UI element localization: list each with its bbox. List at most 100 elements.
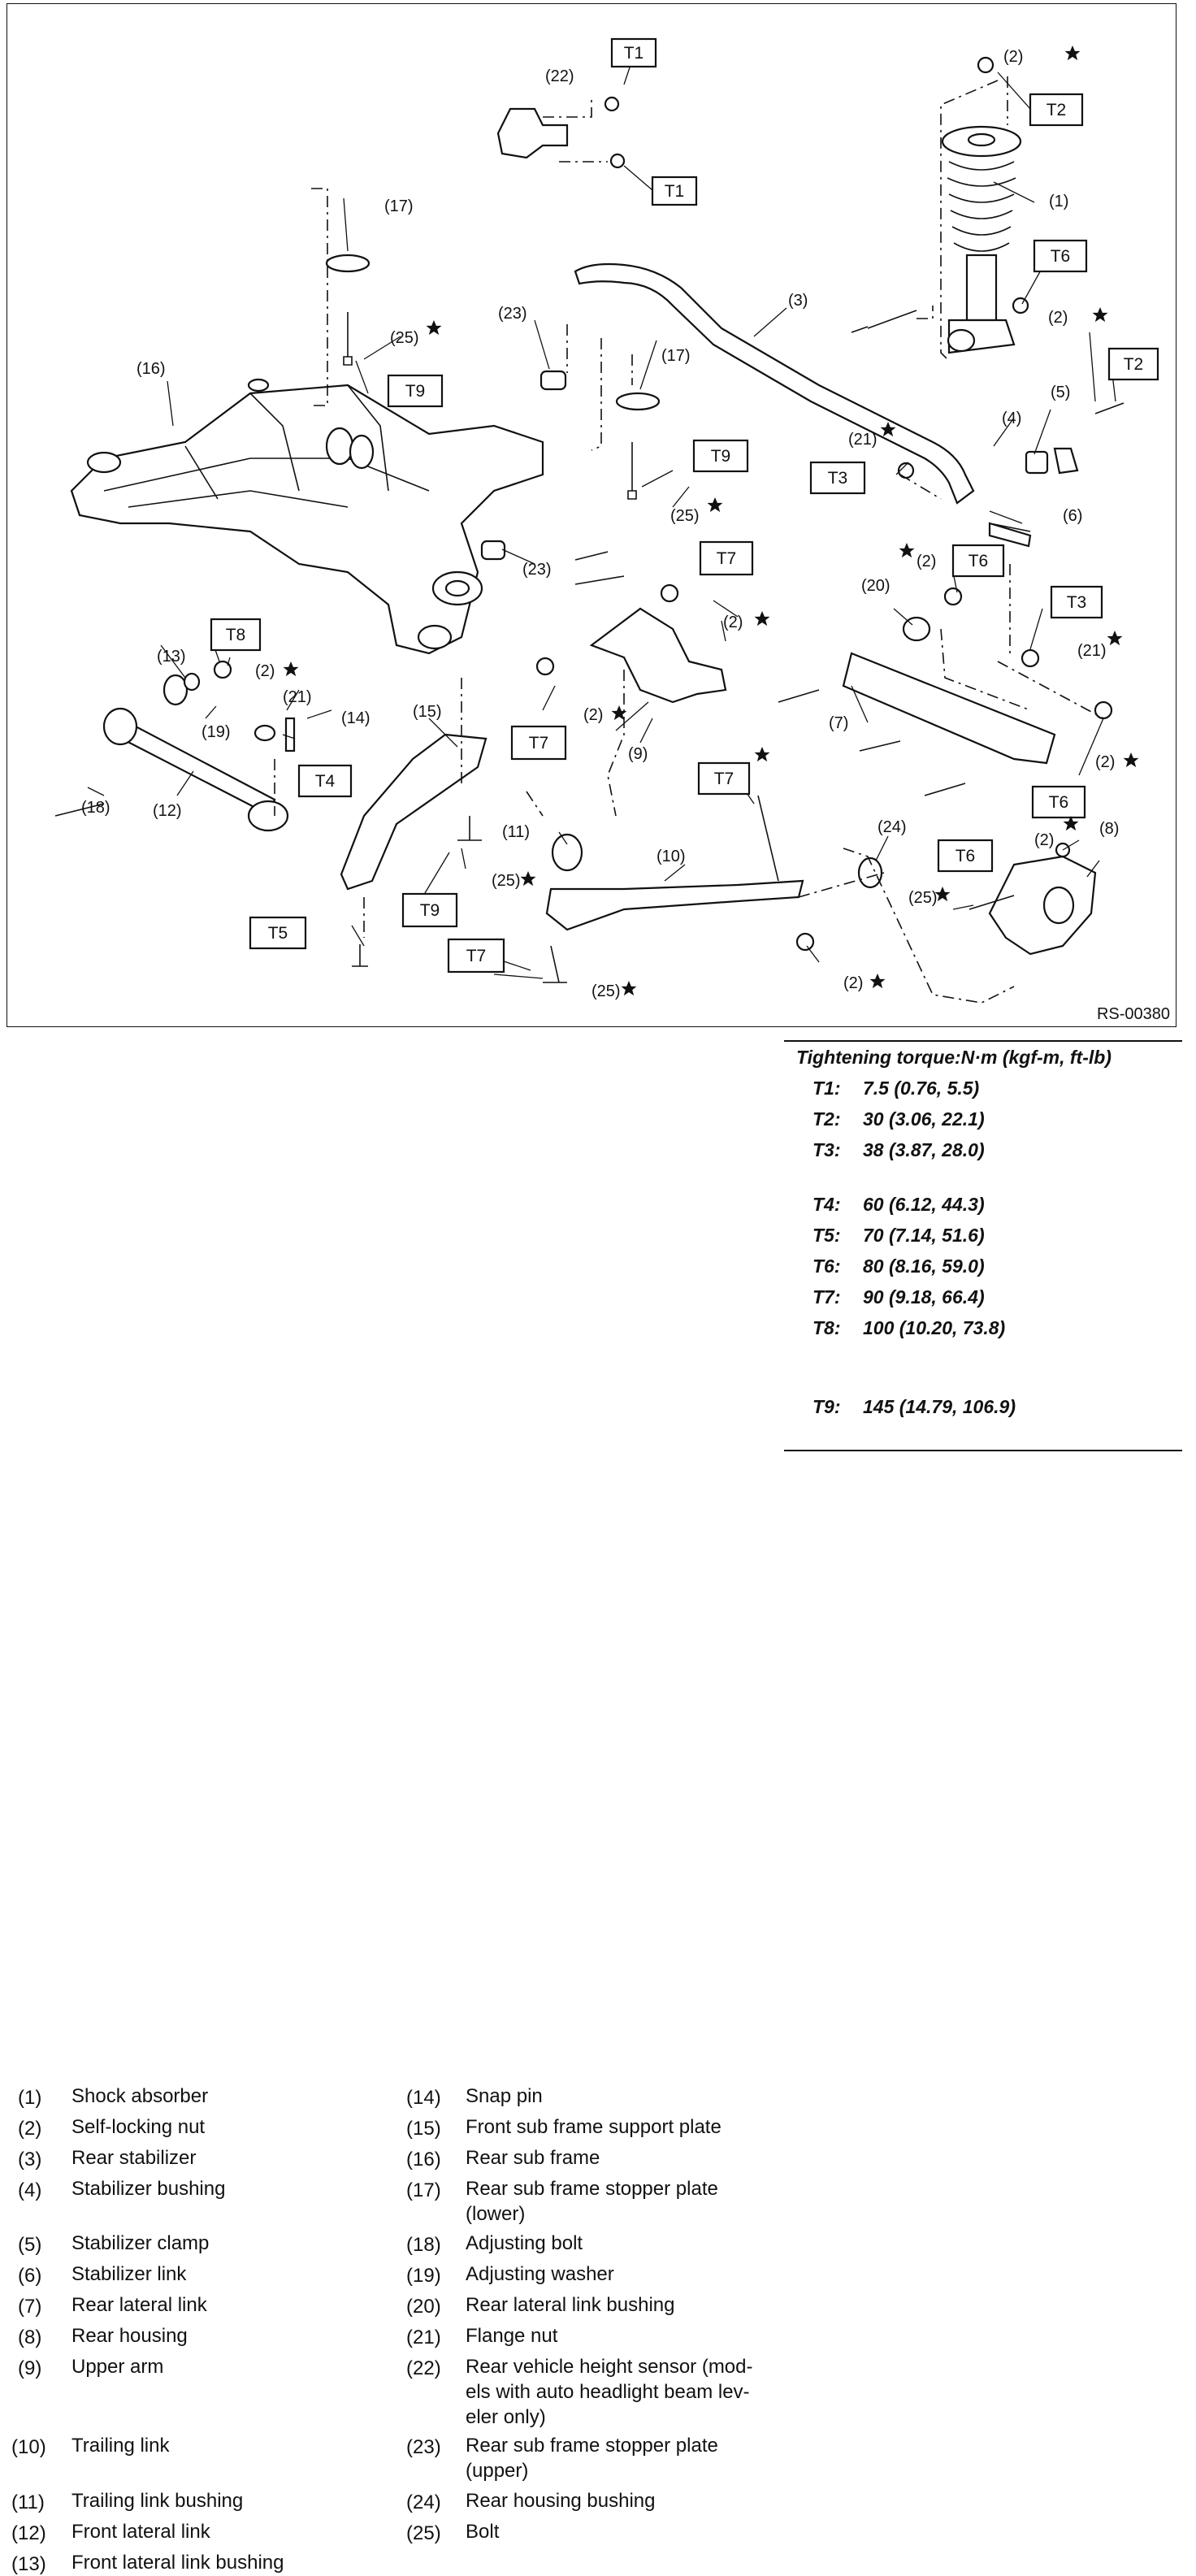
rear-lateral-link	[842, 652, 1056, 765]
callout-2-left: (2)	[255, 662, 275, 680]
torque-code: T3:	[812, 1139, 841, 1160]
torque-value: 145 (14.79, 106.9)	[863, 1396, 1016, 1417]
torque-value: 100 (10.20, 73.8)	[863, 1317, 1006, 1338]
callout-17-right: (17)	[661, 347, 691, 365]
trailing-link	[545, 879, 804, 931]
legend-text: Flange nut	[466, 2325, 558, 2347]
legend-num: (11)	[11, 2491, 45, 2513]
legend-text: Rear lateral link bushing	[466, 2294, 675, 2316]
legend-num: (10)	[11, 2436, 46, 2458]
legend-num: (9)	[18, 2357, 42, 2379]
torque-code: T5:	[812, 1225, 841, 1246]
legend-text: Stabilizer link	[72, 2263, 187, 2285]
callout-13: (13)	[157, 648, 186, 666]
callout-3: (3)	[788, 292, 808, 310]
legend-num: (21)	[406, 2327, 441, 2348]
callout-2-bottom: (2)	[843, 974, 863, 992]
torque-code-t6-lower: T6	[1049, 793, 1069, 812]
legend-text-line2: (upper)	[466, 2460, 529, 2482]
torque-value: 80 (8.16, 59.0)	[863, 1255, 985, 1277]
callout-25-bottom: (25)	[592, 982, 621, 1000]
legend-text: Shock absorber	[72, 2085, 209, 2107]
legend-text: Rear sub frame stopper plate	[466, 2435, 718, 2457]
torque-value: 7.5 (0.76, 5.5)	[863, 1078, 980, 1099]
legend-text: Front lateral link bushing	[72, 2552, 284, 2574]
torque-code-boxes: T1 T1 T2 T6 T2 T3 T6 T3 T7 T7 T9 T9 T8 T…	[210, 37, 1159, 974]
callout-22: (22)	[545, 67, 574, 85]
legend-text: Front lateral link	[72, 2521, 210, 2543]
shock-absorber	[941, 125, 1022, 354]
torque-code-t9-lower: T9	[420, 901, 440, 920]
legend-num: (5)	[18, 2234, 42, 2256]
callout-21-right: (21)	[1077, 642, 1107, 660]
callout-21-left: (21)	[283, 688, 312, 706]
torque-code-t9-left: T9	[405, 382, 426, 401]
legend-num: (13)	[11, 2553, 46, 2575]
legend-text: Rear housing	[72, 2325, 188, 2347]
legend-text: Adjusting washer	[466, 2263, 614, 2285]
legend-text-line3: eler only)	[466, 2406, 546, 2428]
legend-num: (6)	[18, 2265, 42, 2287]
callout-11: (11)	[502, 823, 530, 841]
legend-num: (7)	[18, 2296, 42, 2318]
torque-table-bottom-rule	[784, 1450, 1182, 1451]
torque-value: 60 (6.12, 44.3)	[863, 1194, 985, 1215]
bolts	[54, 310, 1124, 983]
legend-text: Rear stabilizer	[72, 2147, 197, 2169]
torque-value: 38 (3.87, 28.0)	[863, 1139, 985, 1160]
callout-21-top: (21)	[848, 431, 878, 449]
torque-value: 70 (7.14, 51.6)	[863, 1225, 985, 1246]
legend-text: Upper arm	[72, 2356, 164, 2378]
front-sub-frame-support-plate	[340, 733, 488, 891]
installation-lines	[274, 76, 1104, 1004]
torque-code-t7-bottom: T7	[466, 947, 487, 965]
stopper-plate-lower-right	[615, 392, 661, 411]
legend-num: (24)	[406, 2491, 441, 2513]
torque-code-t6-mid: T6	[968, 552, 989, 570]
callout-9: (9)	[628, 745, 648, 763]
callout-15: (15)	[413, 703, 442, 721]
stopper-plate-lower-left	[325, 254, 370, 273]
torque-table-top-rule	[784, 1040, 1182, 1042]
torque-code-t7-trailing: T7	[714, 770, 734, 788]
callout-labels: (22) (2) (1) (17) (3) (2) (25) (23) (17)…	[81, 48, 1170, 1023]
rear-sub-frame	[70, 378, 544, 655]
callout-7: (7)	[829, 714, 848, 732]
legend-num: (25)	[406, 2522, 441, 2544]
stabilizer-link	[988, 522, 1032, 548]
callout-2-shock: (2)	[1048, 309, 1068, 327]
stopper-plate-upper	[540, 370, 567, 391]
stabilizer-clamp	[1053, 447, 1079, 475]
legend-num: (16)	[406, 2149, 441, 2171]
legend-text: Adjusting bolt	[466, 2232, 583, 2254]
leader-lines	[87, 59, 1116, 979]
front-lateral-link	[102, 672, 289, 832]
callout-23-top: (23)	[498, 305, 527, 323]
legend-text: Rear sub frame	[466, 2147, 600, 2169]
legend-num: (8)	[18, 2327, 42, 2348]
torque-value: 90 (9.18, 66.4)	[863, 1286, 985, 1308]
callout-12: (12)	[153, 802, 182, 820]
torque-code-t2-top: T2	[1046, 101, 1067, 119]
flange-nut-left	[254, 724, 276, 742]
legend-num: (2)	[18, 2118, 42, 2140]
torque-code-t3-right: T3	[1067, 593, 1087, 612]
callout-2-housing: (2)	[1034, 831, 1054, 849]
legend-num: (23)	[406, 2436, 441, 2458]
callout-18: (18)	[81, 799, 110, 817]
rear-housing-bushing	[857, 856, 883, 889]
legend-text: Rear housing bushing	[466, 2490, 656, 2512]
callout-25-right: (25)	[670, 507, 700, 525]
legend-num: (1)	[18, 2087, 42, 2109]
callout-2-arm: (2)	[583, 706, 603, 724]
callout-8: (8)	[1099, 820, 1119, 838]
callout-4: (4)	[1002, 410, 1021, 427]
callout-2-t6: (2)	[916, 553, 936, 570]
legend-num: (12)	[11, 2522, 46, 2544]
exploded-suspension-diagram: T1 T1 T2 T6 T2 T3 T6 T3 T7 T7 T9 T9 T8 T…	[6, 3, 1176, 1027]
legend-text: Trailing link bushing	[72, 2490, 244, 2512]
callout-10: (10)	[656, 848, 686, 865]
torque-code-t1-bottom: T1	[665, 182, 685, 201]
torque-code-t8: T8	[226, 626, 246, 644]
callout-16: (16)	[136, 360, 166, 378]
